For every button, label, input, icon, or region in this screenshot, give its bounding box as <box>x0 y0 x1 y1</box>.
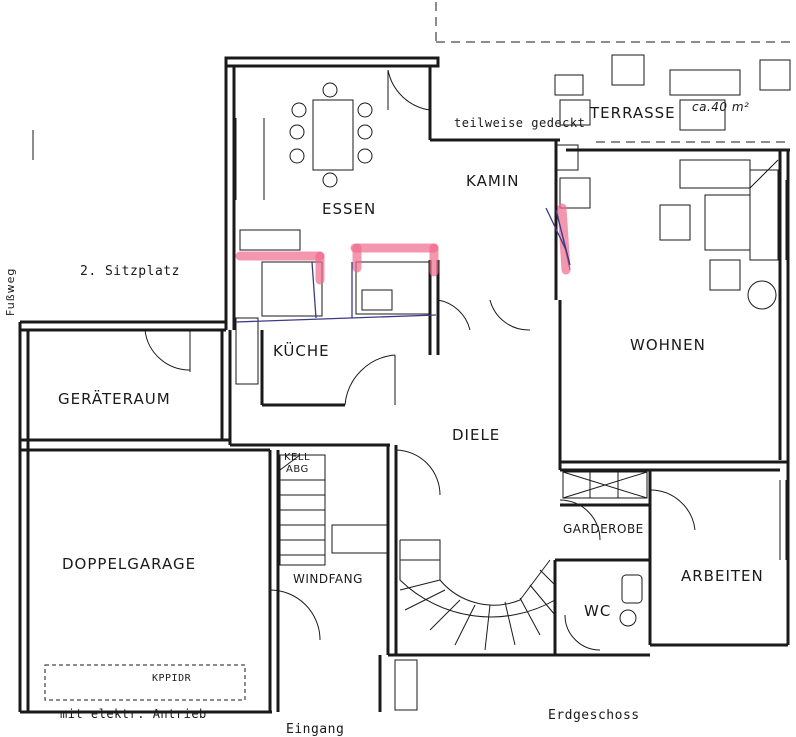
highlighter-marks <box>235 203 571 285</box>
room-terrasse: TERRASSE <box>590 104 676 122</box>
garderobe-cabinets <box>562 471 648 499</box>
room-wc: WC <box>584 602 612 620</box>
room-wohnen: WOHNEN <box>630 336 706 354</box>
terrasse-size: ca.40 m² <box>692 100 750 114</box>
room-garderobe: GARDEROBE <box>563 522 644 536</box>
label-antrieb: mit elektr. Antrieb <box>60 707 207 721</box>
pencil-annotations <box>235 207 571 323</box>
wc-fixtures <box>394 574 643 711</box>
spiral-stairs <box>399 539 556 651</box>
room-arbeiten: ARBEITEN <box>681 567 764 585</box>
room-windfang: WINDFANG <box>293 572 363 586</box>
label-tor: KPPIDR <box>152 673 192 684</box>
outer-walls <box>18 56 790 714</box>
windows <box>60 118 787 580</box>
room-essen: ESSEN <box>322 200 377 218</box>
label-eingang: Eingang <box>286 722 345 737</box>
room-kueche: KÜCHE <box>273 342 330 360</box>
living-furniture <box>559 159 779 310</box>
kitchen-counters <box>235 261 431 385</box>
label-sitzplatz: 2. Sitzplatz <box>80 264 180 279</box>
room-kamin: KAMIN <box>466 172 520 190</box>
room-keller: KELL <box>284 452 311 463</box>
label-fussweg: Fußweg <box>4 267 17 316</box>
door-swings <box>144 69 696 651</box>
room-doppelgarage: DOPPELGARAGE <box>62 555 197 573</box>
terrasse-note: teilweise gedeckt <box>454 116 586 130</box>
label-geschoss: Erdgeschoss <box>548 708 640 723</box>
terrace-dashed-boundary <box>435 2 796 143</box>
room-diele: DIELE <box>452 426 501 444</box>
garage-door <box>44 664 246 701</box>
cellar-stairs <box>279 454 388 566</box>
dining-set <box>239 82 373 251</box>
room-abg: ABG <box>286 464 309 475</box>
room-geraeteraum: GERÄTERAUM <box>58 390 171 408</box>
terrace-furniture <box>554 54 791 131</box>
